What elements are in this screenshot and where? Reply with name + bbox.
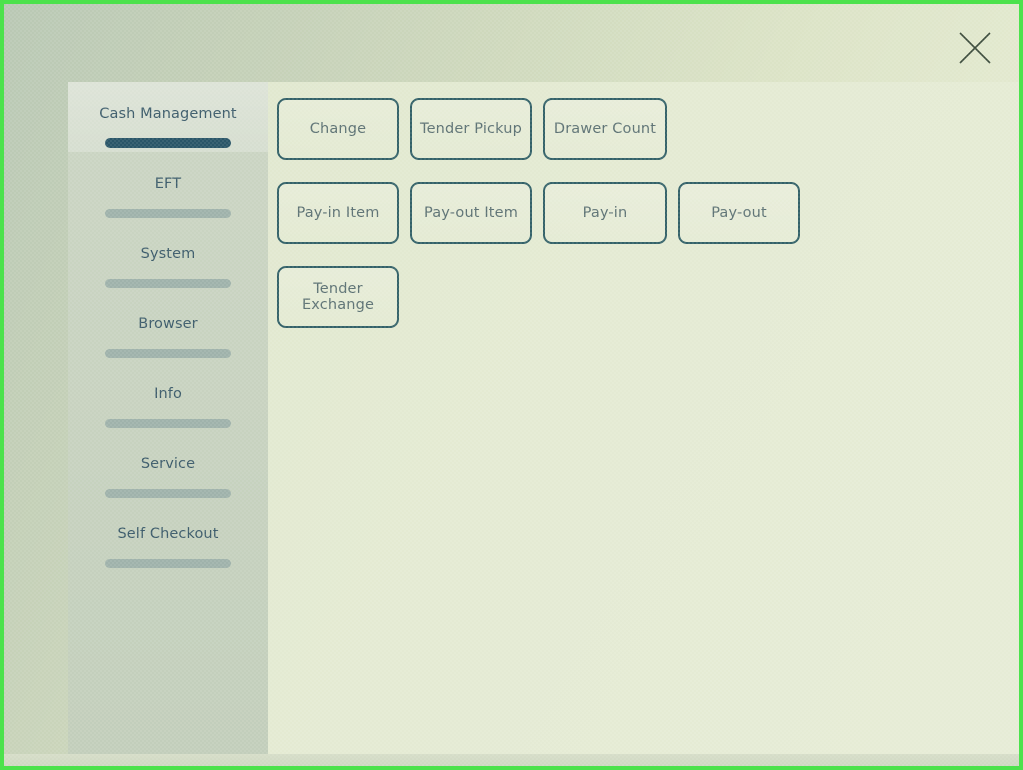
tile-pay-in-item[interactable]: Pay-in Item — [277, 182, 399, 244]
sidebar-item-label: Cash Management — [99, 105, 237, 122]
tile-pay-out-item[interactable]: Pay-out Item — [410, 182, 532, 244]
sidebar-item-label: Info — [154, 386, 182, 403]
dialog-body: Cash Management EFT System Browser Info — [4, 82, 1019, 754]
sidebar-indicator — [105, 559, 231, 568]
tile-change[interactable]: Change — [277, 98, 399, 160]
sidebar-item-system[interactable]: System — [68, 222, 268, 292]
sidebar-indicator — [105, 419, 231, 428]
sidebar-item-cash-management[interactable]: Cash Management — [68, 82, 268, 152]
function-tile-grid: Change Tender Pickup Drawer Count Pay-in… — [276, 98, 807, 328]
tile-drawer-count[interactable]: Drawer Count — [543, 98, 667, 160]
sidebar-item-label: EFT — [154, 176, 182, 193]
sidebar-item-self-checkout[interactable]: Self Checkout — [68, 502, 268, 572]
sidebar-item-info[interactable]: Info — [68, 362, 268, 432]
sidebar-item-eft[interactable]: EFT — [68, 152, 268, 222]
sidebar-item-label: Service — [140, 456, 196, 473]
dialog-bottom-strip — [4, 754, 1019, 766]
tile-tender-pickup[interactable]: Tender Pickup — [410, 98, 532, 160]
sidebar-item-label: Browser — [138, 316, 198, 333]
content-pane: Change Tender Pickup Drawer Count Pay-in… — [268, 82, 1019, 754]
tile-tender-exchange[interactable]: Tender Exchange — [277, 266, 399, 328]
dialog-header — [4, 4, 1019, 82]
sidebar-indicator — [105, 349, 231, 358]
tile-pay-in[interactable]: Pay-in — [543, 182, 667, 244]
sidebar-item-label: System — [140, 246, 196, 263]
sidebar-indicator — [105, 489, 231, 498]
sidebar-nav: Cash Management EFT System Browser Info — [68, 82, 268, 754]
close-icon[interactable] — [953, 26, 997, 70]
sidebar-item-service[interactable]: Service — [68, 432, 268, 502]
tile-pay-out[interactable]: Pay-out — [678, 182, 800, 244]
sidebar-indicator — [105, 279, 231, 288]
sidebar-item-browser[interactable]: Browser — [68, 292, 268, 362]
sidebar-active-indicator — [105, 138, 231, 148]
sidebar-indicator — [105, 209, 231, 218]
sidebar-item-label: Self Checkout — [117, 526, 219, 543]
